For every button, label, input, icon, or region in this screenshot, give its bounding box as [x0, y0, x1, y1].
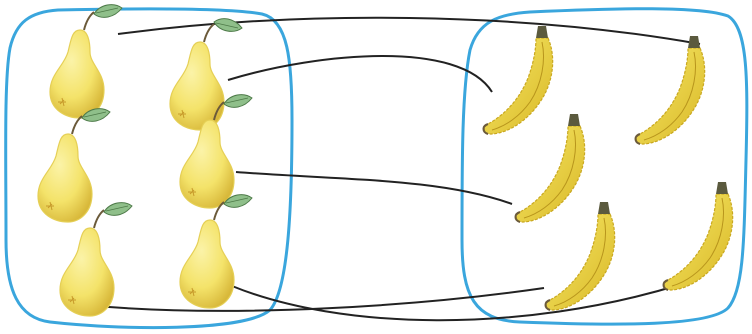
pear-icon: [50, 5, 122, 118]
connection-line-2: [228, 56, 492, 92]
pear-group-loop: [6, 9, 292, 328]
banana-icon: [664, 182, 733, 290]
connection-line-5: [232, 284, 682, 320]
banana-icon: [546, 202, 615, 310]
banana-icon: [484, 26, 553, 134]
pear-icon: [38, 109, 110, 222]
banana-icon: [636, 36, 705, 144]
banana-icon: [516, 114, 585, 222]
pear-icon: [180, 195, 252, 308]
banana-group-loop: [462, 9, 747, 324]
pear-icon: [170, 19, 242, 130]
connection-line-3: [236, 172, 512, 204]
